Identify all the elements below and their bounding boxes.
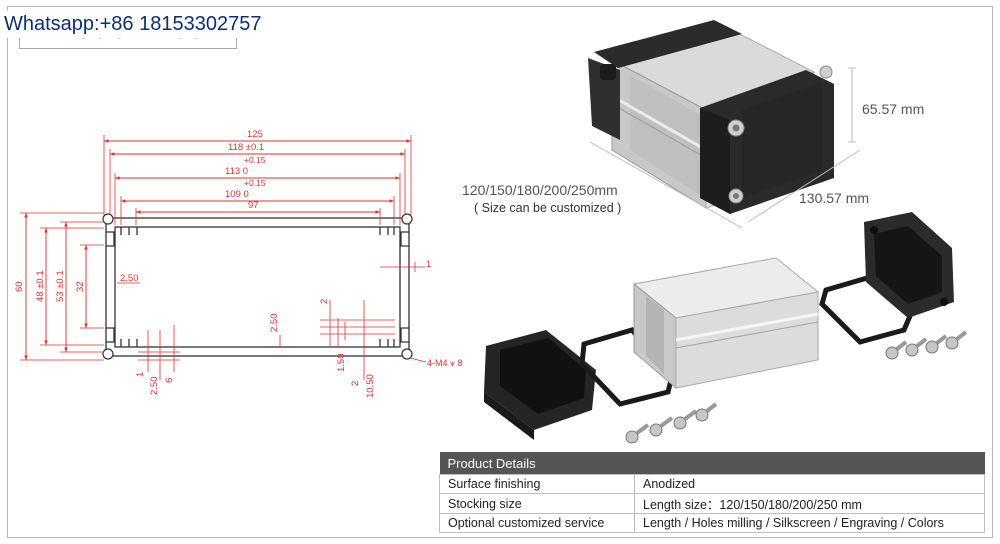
dim-109-tol: +0.15 [244,178,266,188]
dim-97: 97 [248,200,259,211]
dim-1-bottom: 1 [135,372,146,377]
dim-height-60: 60 [14,281,25,292]
profile-outline [105,217,410,357]
width-label: 130.57 mm [799,190,870,206]
dim-2-bottom: 2 [350,381,361,386]
dim-53: 53 ±0.1 [55,270,66,302]
dim-118: 118 ±0.1 [228,142,264,153]
custom-size-note: ( Size can be customized ) [474,201,622,215]
dim-overall-width: 125 [247,129,263,140]
whatsapp-contact[interactable]: Whatsapp:+86 18153302757 [0,11,266,38]
length-label: 120/150/180/200/250mm [462,182,618,198]
table-row: Surface finishing Anodized [439,474,985,494]
dim-2-50-bottom: 2.50 [149,377,160,396]
table-row: Stocking size Length size：120/150/180/20… [439,493,985,514]
height-label: 65.57 mm [862,101,925,117]
dim-1-50: 1.50 [336,354,347,373]
dim-2-right: 2 [319,299,330,304]
dim-6: 6 [164,378,175,383]
dim-113: 113 0 [225,166,248,177]
detail-key: Surface finishing [439,474,635,494]
dim-113-tol: +0.15 [244,155,266,165]
page-frame [7,6,993,538]
assembled-enclosure-image [588,20,834,214]
detail-value: Length size：120/150/180/200/250 mm [634,493,985,514]
product-details-title: Product Details [439,452,985,475]
detail-value: Length / Holes milling / Silkscreen / En… [634,513,985,533]
screw-note: 4-M4 ⩛ 8 [427,358,463,368]
dim-32: 32 [75,281,86,292]
exploded-enclosure-image [484,212,954,440]
detail-value: Anodized [634,474,985,494]
screw-bosses [102,213,413,360]
dim-2-50-left: 2.50 [120,273,139,284]
dim-10-50: 10.50 [365,374,376,398]
dim-109: 109 0 [225,189,249,200]
dim-2-50-mid: 2.50 [269,314,280,333]
dim-48: 48 ±0.1 [35,270,46,302]
detail-key: Stocking size [439,493,635,514]
screws-image [625,330,968,444]
product-details-table: Product Details Surface finishing Anodiz… [439,452,985,533]
table-row: Optional customized service Length / Hol… [439,513,985,533]
detail-key: Optional customized service [439,513,635,533]
dim-1-right: 1 [426,259,431,270]
